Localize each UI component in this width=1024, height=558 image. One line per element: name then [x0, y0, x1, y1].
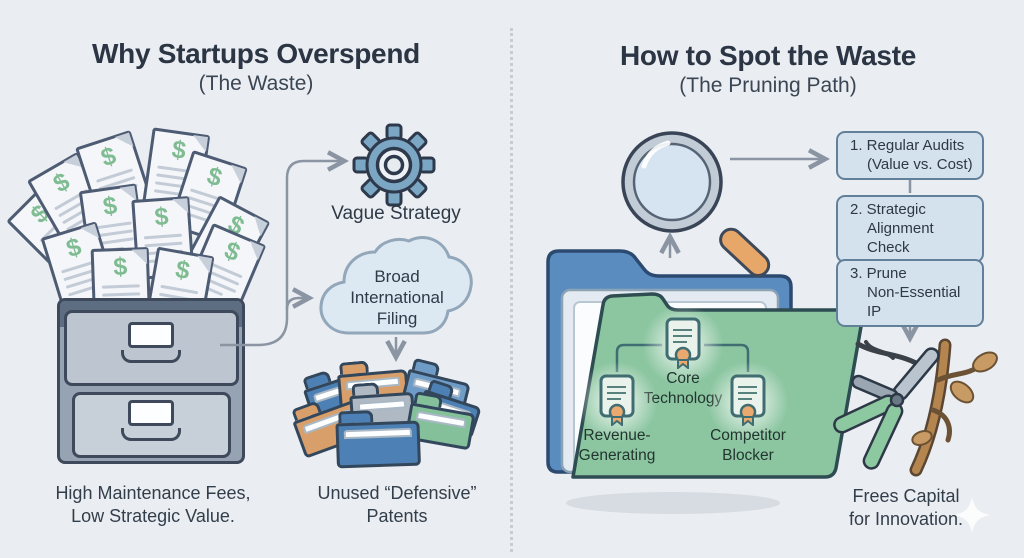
cert-left-line2: Generating: [578, 447, 656, 464]
cloud-label: Broad International Filing: [322, 266, 472, 329]
certificate-icon: [599, 374, 635, 426]
magnifier-icon: [621, 131, 771, 277]
drawer-label-plate: [128, 322, 174, 348]
cloud-label-line2: International: [350, 288, 444, 307]
certificate-competitor-blocker: Competitor Blocker: [693, 360, 803, 466]
cert-right-line2: Blocker: [722, 447, 774, 464]
certificate-revenue-generating: Revenue- Generating: [562, 360, 672, 466]
shears-caption: Frees Capital for Innovation.: [786, 485, 1024, 531]
left-panel-subtitle: (The Waste): [198, 72, 314, 95]
step2-line1: 2. Strategic: [850, 201, 926, 218]
cert-right-line1: Competitor: [710, 427, 786, 444]
panel-divider: [510, 28, 513, 552]
step1-line2: (Value vs. Cost): [867, 156, 973, 173]
cabinet-caption-line1: High Maintenance Fees,: [55, 483, 251, 503]
patent-folder-icon: [335, 409, 421, 469]
shears-caption-line2: for Innovation.: [848, 509, 964, 529]
page-fold: [131, 249, 148, 265]
folders-caption: Unused “Defensive” Patents: [277, 482, 517, 528]
page-fold: [191, 135, 209, 152]
certificate-icon: [730, 374, 766, 426]
pruning-shears-icon: [833, 338, 998, 477]
step-box-2: 2. Strategic Alignment Check: [836, 195, 984, 263]
folder-shadow: [566, 492, 780, 514]
gear-label: Vague Strategy: [331, 203, 461, 224]
connector-to-cloud: [285, 287, 314, 310]
cabinet-caption-line2: Low Strategic Value.: [71, 506, 235, 526]
step2-line2: Alignment Check: [867, 220, 934, 256]
folders-caption-line2: Patents: [366, 506, 428, 526]
cloud-label-line1: Broad: [374, 267, 420, 286]
step1-line1: 1. Regular Audits: [850, 137, 965, 154]
step-box-1: 1. Regular Audits (Value vs. Cost): [836, 131, 984, 180]
drawer-handle: [121, 428, 181, 441]
right-panel-title: How to Spot the Waste: [620, 40, 916, 71]
shears-caption-line1: Frees Capital: [852, 486, 960, 506]
folders-caption-line1: Unused “Defensive”: [317, 483, 477, 503]
left-panel-title: Why Startups Overspend: [92, 38, 420, 69]
step-box-3: 3. Prune Non-Essential IP: [836, 259, 984, 327]
certificate-icon: [665, 317, 701, 369]
drawer-label-plate: [128, 400, 174, 426]
drawer-handle: [121, 350, 181, 363]
right-panel-subtitle: (The Pruning Path): [679, 74, 857, 97]
page-fold: [194, 255, 213, 274]
cabinet-caption: High Maintenance Fees, Low Strategic Val…: [23, 482, 283, 528]
gear-icon: [352, 123, 436, 207]
cert-left-line1: Revenue-: [583, 427, 651, 444]
cloud-label-line3: Filing: [376, 309, 418, 328]
step3-line2: Non-Essential IP: [867, 284, 961, 320]
page-fold: [172, 198, 189, 215]
step3-line1: 3. Prune: [850, 265, 907, 282]
